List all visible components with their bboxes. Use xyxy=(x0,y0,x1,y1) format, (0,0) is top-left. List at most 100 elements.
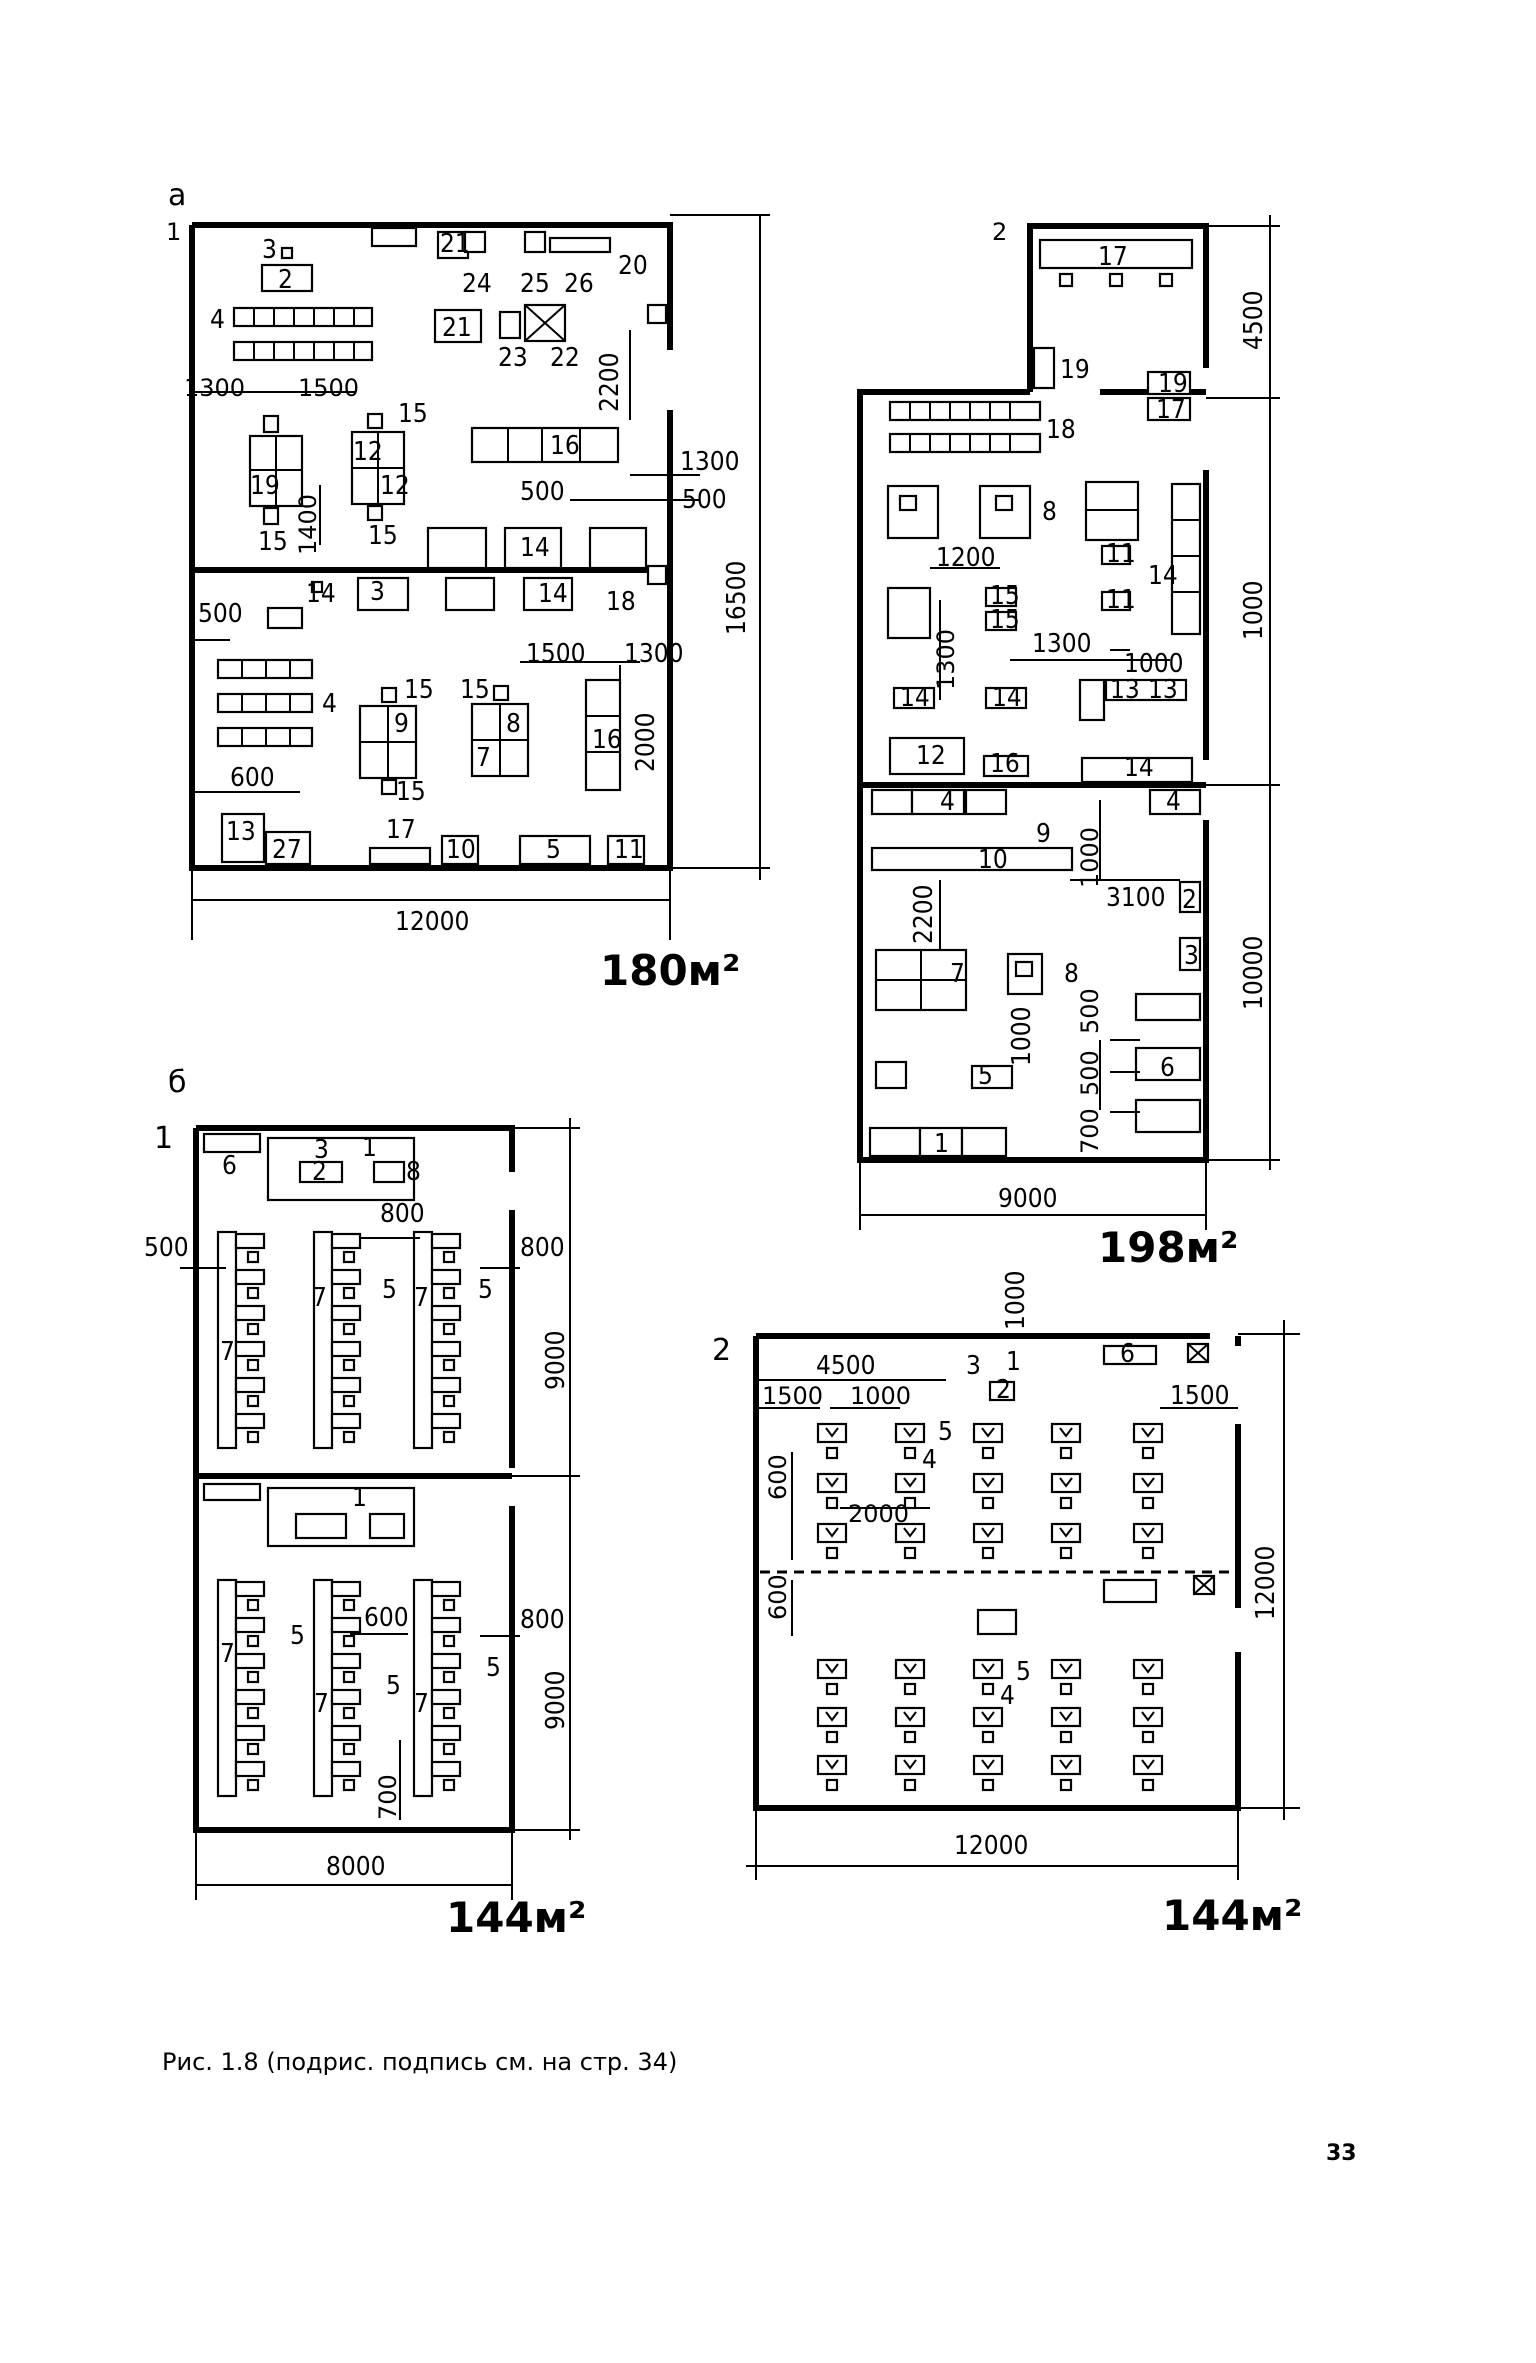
svg-text:14: 14 xyxy=(538,579,568,609)
desk xyxy=(234,1688,266,1706)
svg-text:600: 600 xyxy=(764,1454,792,1500)
plan-a1-group-12 xyxy=(350,412,406,522)
svg-text:12000: 12000 xyxy=(1251,1546,1281,1620)
svg-text:8000: 8000 xyxy=(326,1852,386,1882)
svg-text:23: 23 xyxy=(498,343,528,373)
chair xyxy=(903,1546,917,1560)
svg-text:12: 12 xyxy=(353,437,383,467)
chair xyxy=(246,1706,260,1720)
plan-a1-width: 12000 xyxy=(395,907,469,937)
desk xyxy=(330,1616,362,1634)
desk xyxy=(330,1412,362,1430)
svg-text:800: 800 xyxy=(380,1199,425,1229)
plan-a1-cabinet-14c xyxy=(588,526,648,570)
plan-a1-cabinets-16 xyxy=(470,426,620,464)
chair xyxy=(903,1778,917,1792)
chair xyxy=(1141,1446,1155,1460)
plan-a1-cabinet-21a xyxy=(436,230,470,260)
svg-text:21: 21 xyxy=(440,229,470,259)
plan-b2-desks xyxy=(816,1422,1164,1792)
desk-column xyxy=(412,1230,434,1450)
chair xyxy=(1141,1682,1155,1696)
svg-text:10: 10 xyxy=(978,845,1008,875)
chair xyxy=(246,1358,260,1372)
desk xyxy=(330,1652,362,1670)
desk xyxy=(972,1754,1004,1776)
desk xyxy=(430,1232,462,1250)
chair xyxy=(1141,1496,1155,1510)
svg-text:5: 5 xyxy=(290,1621,305,1651)
plan-b1-desks xyxy=(216,1230,462,1798)
plan-a1-dim-lines xyxy=(191,214,770,940)
desk xyxy=(430,1580,462,1598)
desk-column xyxy=(412,1578,434,1798)
svg-text:16: 16 xyxy=(550,431,580,461)
chair xyxy=(442,1670,456,1684)
svg-text:1: 1 xyxy=(934,1129,949,1159)
svg-text:11: 11 xyxy=(1106,539,1136,569)
desk xyxy=(430,1724,462,1742)
chair xyxy=(246,1286,260,1300)
svg-text:9: 9 xyxy=(394,709,409,739)
svg-text:12000: 12000 xyxy=(954,1831,1028,1861)
desk-column xyxy=(312,1230,334,1450)
svg-text:7: 7 xyxy=(414,1283,429,1313)
chair xyxy=(246,1742,260,1756)
desk xyxy=(234,1616,266,1634)
desk xyxy=(430,1268,462,1286)
chair xyxy=(981,1446,995,1460)
svg-text:7: 7 xyxy=(312,1283,327,1313)
plan-a2-numbers: 17 19 19 17 18 8 11 11 14 15 15 14 14 13… xyxy=(900,242,1199,1159)
desk xyxy=(894,1522,926,1544)
desk xyxy=(1132,1706,1164,1728)
svg-text:19: 19 xyxy=(1060,355,1090,385)
svg-text:1000: 1000 xyxy=(850,1382,911,1410)
svg-text:2200: 2200 xyxy=(595,352,625,412)
chair xyxy=(442,1250,456,1264)
svg-text:2: 2 xyxy=(996,1375,1011,1405)
desk xyxy=(234,1652,266,1670)
chair xyxy=(442,1598,456,1612)
desk xyxy=(972,1658,1004,1680)
svg-text:15: 15 xyxy=(258,527,288,557)
chair xyxy=(825,1778,839,1792)
chair xyxy=(246,1670,260,1684)
desk xyxy=(1050,1706,1082,1728)
chair xyxy=(342,1778,356,1792)
svg-text:4: 4 xyxy=(1166,787,1181,817)
chair xyxy=(1059,1546,1073,1560)
chair xyxy=(981,1546,995,1560)
svg-text:1: 1 xyxy=(352,1483,367,1513)
chair xyxy=(981,1778,995,1792)
chair xyxy=(903,1730,917,1744)
svg-text:1000: 1000 xyxy=(1076,827,1104,888)
desk xyxy=(1132,1658,1164,1680)
svg-text:5: 5 xyxy=(938,1417,953,1447)
chair xyxy=(342,1598,356,1612)
plan-a1-item-27 xyxy=(264,830,312,866)
svg-text:15: 15 xyxy=(990,581,1020,611)
svg-text:5: 5 xyxy=(978,1061,993,1091)
svg-text:7: 7 xyxy=(220,1337,235,1367)
svg-text:1000: 1000 xyxy=(1124,649,1184,679)
svg-text:500: 500 xyxy=(144,1233,189,1263)
chair xyxy=(825,1546,839,1560)
desk xyxy=(972,1422,1004,1444)
svg-text:15: 15 xyxy=(368,521,398,551)
svg-text:16: 16 xyxy=(592,725,622,755)
chair xyxy=(903,1682,917,1696)
desk xyxy=(816,1522,848,1544)
chair xyxy=(1059,1778,1073,1792)
svg-text:1300: 1300 xyxy=(680,447,740,477)
plan-a1-label: 1 xyxy=(166,218,181,246)
desk xyxy=(1132,1522,1164,1544)
plan-a1-area: 180м² xyxy=(600,946,740,995)
chair xyxy=(825,1496,839,1510)
chair xyxy=(246,1634,260,1648)
svg-text:4: 4 xyxy=(322,689,337,719)
chair xyxy=(442,1778,456,1792)
plan-a1-desks-4b xyxy=(216,658,314,748)
desk xyxy=(330,1760,362,1778)
svg-text:9000: 9000 xyxy=(998,1184,1058,1214)
svg-text:500: 500 xyxy=(682,485,727,515)
